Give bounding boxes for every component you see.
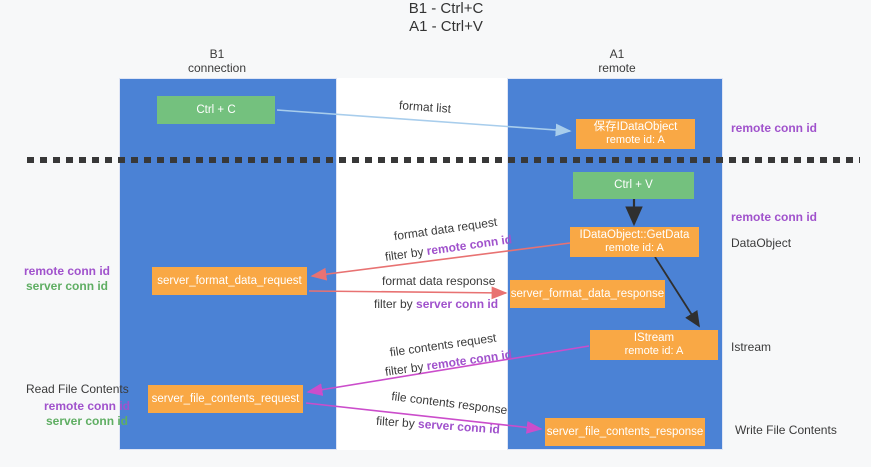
node-server-file-contents-request: server_file_contents_request <box>148 385 303 413</box>
node-idataobject-getdata-line2: remote id: A <box>605 242 664 254</box>
filter-by-text: filter by <box>375 413 419 431</box>
lane-header-a1-remote: A1 remote <box>547 47 687 75</box>
arrow-format-data-response <box>308 286 508 300</box>
node-server-format-data-response-label: server_format_data_response <box>510 288 665 300</box>
diagram-title: B1 - Ctrl+C A1 - Ctrl+V <box>0 0 871 36</box>
node-ctrl-c: Ctrl + C <box>157 96 275 124</box>
istream-label: Istream <box>731 340 772 354</box>
lane-header-remote: remote <box>598 61 636 75</box>
left-conn-id-legend-top: remote conn id server conn id <box>22 264 112 294</box>
message-lane-background <box>337 78 507 450</box>
node-save-idataobject-line2: remote id: A <box>606 134 665 146</box>
title-line-1: B1 - Ctrl+C <box>408 0 484 17</box>
node-server-file-contents-request-label: server_file_contents_request <box>151 393 300 405</box>
node-server-file-contents-response: server_file_contents_response <box>545 418 705 446</box>
lane-header-b1: B1 <box>209 47 225 61</box>
node-istream: IStream remote id: A <box>590 330 718 360</box>
read-file-contents-label: Read File Contents <box>26 382 129 396</box>
node-server-format-data-response: server_format_data_response <box>510 280 665 308</box>
title-line-2: A1 - Ctrl+V <box>409 18 483 35</box>
node-server-file-contents-response-label: server_file_contents_response <box>546 426 704 438</box>
filter-by-text: filter by <box>374 297 417 311</box>
left-remote-conn-id-1: remote conn id <box>23 264 110 278</box>
arrow-file-contents-response <box>305 402 543 434</box>
node-ctrl-v: Ctrl + V <box>573 172 694 199</box>
lane-header-connection: connection <box>187 61 247 75</box>
lane-header-a1: A1 <box>609 47 625 61</box>
write-file-contents-label: Write File Contents <box>735 423 837 437</box>
edge-label-filter-server-1: filter by server conn id <box>374 297 498 311</box>
node-idataobject-getdata-line1: IDataObject::GetData <box>579 229 690 241</box>
node-save-idataobject-line1: 保存IDataObject <box>593 121 678 133</box>
dashed-divider-line <box>27 157 860 163</box>
arrow-format-list <box>276 109 572 137</box>
left-conn-id-legend-bottom: remote conn id server conn id <box>42 399 132 429</box>
server-conn-id-key: server conn id <box>416 297 499 311</box>
arrow-getdata-to-istream <box>654 256 700 328</box>
dataobject-label: DataObject <box>731 236 792 250</box>
node-ctrl-c-label: Ctrl + C <box>196 103 236 116</box>
arrow-file-contents-request <box>306 345 590 396</box>
node-ctrl-v-label: Ctrl + V <box>614 179 653 191</box>
right-remote-conn-id-1: remote conn id <box>731 121 818 135</box>
right-remote-conn-id-2: remote conn id <box>731 210 818 224</box>
left-server-conn-id-1: server conn id <box>25 279 109 293</box>
lane-header-b1-connection: B1 connection <box>147 47 287 75</box>
left-server-conn-id-2: server conn id <box>45 414 129 428</box>
node-server-format-data-request-label: server_format_data_request <box>157 275 302 287</box>
node-idataobject-getdata: IDataObject::GetData remote id: A <box>570 227 699 257</box>
edge-label-format-data-response: format data response <box>382 274 496 288</box>
node-istream-line2: remote id: A <box>624 345 684 357</box>
node-istream-line1: IStream <box>633 332 675 344</box>
node-save-idataobject: 保存IDataObject remote id: A <box>576 119 695 149</box>
node-server-format-data-request: server_format_data_request <box>152 267 307 295</box>
left-remote-conn-id-2: remote conn id <box>43 399 130 413</box>
arrow-format-data-request <box>310 242 571 281</box>
